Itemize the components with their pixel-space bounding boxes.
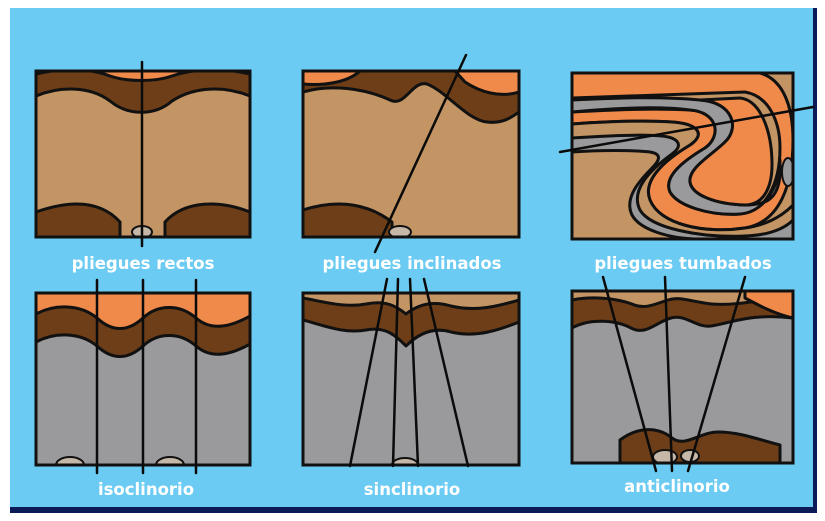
caption-anticlinorio: anticlinorio xyxy=(624,477,730,496)
caption-pliegues-inclinados: pliegues inclinados xyxy=(323,254,502,273)
panel-pliegues-inclinados xyxy=(303,55,519,252)
panel-right-border xyxy=(813,8,817,513)
panel-pliegues-rectos xyxy=(36,62,250,246)
panel-isoclinorio xyxy=(36,280,250,473)
panel-anticlinorio xyxy=(572,277,793,471)
panel-bottom-border xyxy=(10,507,815,513)
caption-isoclinorio: isoclinorio xyxy=(98,480,194,499)
caption-sinclinorio: sinclinorio xyxy=(364,480,461,499)
caption-pliegues-tumbados: pliegues tumbados xyxy=(594,254,772,273)
panel-sinclinorio xyxy=(303,279,519,472)
caption-pliegues-rectos: pliegues rectos xyxy=(72,254,215,273)
panel-pliegues-tumbados xyxy=(560,73,813,239)
